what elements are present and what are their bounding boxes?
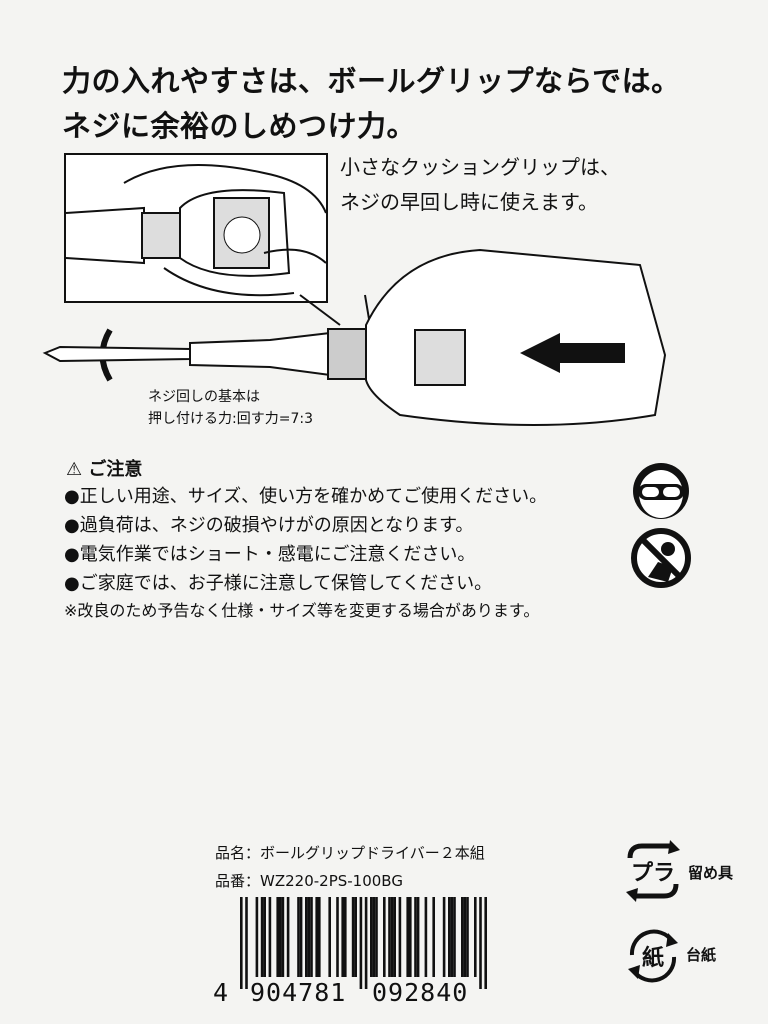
barcode-bar: [344, 897, 347, 977]
product-number: 品番：WZ220-2PS-100BG: [215, 872, 403, 890]
barcode-bar: [461, 897, 464, 977]
barcode-left-digits: 904781: [250, 978, 347, 1007]
caution-item: ●正しい用途、サイズ、使い方を確かめてご使用ください。: [64, 486, 548, 507]
barcode-bar: [393, 897, 396, 977]
barcode-bar: [450, 897, 454, 977]
barcode-first-digit: 4: [213, 978, 229, 1007]
barcode: [240, 897, 487, 989]
caution-item: ●電気作業ではショート・感電にご注意ください。: [64, 544, 476, 565]
barcode-bar: [354, 897, 357, 977]
paper-mark-text: 紙: [642, 945, 664, 971]
barcode-bar: [260, 897, 264, 977]
barcode-bar: [409, 897, 412, 977]
barcode-bar: [383, 897, 386, 977]
headline-line2: ネジに余裕のしめつけ力。: [62, 109, 417, 143]
barcode-bar: [432, 897, 435, 977]
barcode-bar: [414, 897, 417, 977]
barcode-bar: [297, 897, 300, 977]
barcode-bar: [245, 897, 248, 989]
product-name: 品名：ボールグリップドライバー２本組: [215, 844, 485, 862]
barcode-bar: [416, 897, 420, 977]
barcode-bar: [359, 897, 363, 989]
barcode-bar: [276, 897, 279, 977]
barcode-bar: [279, 897, 282, 977]
barcode-bar: [479, 897, 482, 989]
caution-item: ●過負荷は、ネジの破損やけがの原因となります。: [64, 515, 474, 536]
plastic-recycle-icon: プラ: [626, 840, 680, 902]
caption-line2: 押し付ける力:回す力=7:3: [148, 411, 313, 427]
plastic-mark-text: プラ: [631, 861, 675, 886]
barcode-bar: [240, 897, 243, 989]
callout-line2: ネジの早回し時に使えます。: [340, 190, 598, 214]
barcode-bar: [351, 897, 355, 977]
screwdriver-hand-illustration: [42, 248, 667, 426]
barcode-bar: [372, 897, 376, 977]
paper-recycle-icon: 紙: [628, 929, 678, 983]
barcode-bar: [406, 897, 409, 977]
keep-away-from-children-icon: [631, 528, 691, 588]
barcode-bar: [263, 897, 266, 977]
barcode-right-digits: 092840: [372, 978, 469, 1007]
barcode-bar: [315, 897, 318, 977]
barcode-bar: [390, 897, 394, 977]
barcode-bar: [305, 897, 308, 977]
barcode-bar: [448, 897, 451, 977]
barcode-bar: [364, 897, 368, 989]
caution-note: ※改良のため予告なく仕様・サイズ等を変更する場合があります。: [64, 601, 540, 620]
barcode-bar: [484, 897, 487, 989]
barcode-bar: [463, 897, 467, 977]
barcode-bar: [453, 897, 456, 977]
caption-line1: ネジ回しの基本は: [148, 389, 260, 405]
barcode-bar: [370, 897, 373, 977]
barcode-bar: [424, 897, 428, 977]
barcode-bar: [388, 897, 391, 977]
barcode-bar: [310, 897, 313, 977]
barcode-bar: [268, 897, 272, 977]
callout-line1: 小さなクッショングリップは、: [340, 155, 620, 179]
barcode-bar: [474, 897, 477, 977]
barcode-bar: [442, 897, 446, 977]
barcode-bar: [255, 897, 259, 977]
barcode-bar: [328, 897, 331, 977]
barcode-bar: [318, 897, 321, 977]
headline-line1: 力の入れやすさは、ボールグリップならでは。: [62, 64, 681, 98]
plastic-label: 留め具: [688, 864, 734, 882]
barcode-bar: [281, 897, 285, 977]
paper-label: 台紙: [686, 946, 717, 964]
barcode-bar: [299, 897, 303, 977]
caution-heading: ⚠ ご注意: [66, 459, 143, 480]
barcode-bar: [375, 897, 378, 977]
barcode-bar: [466, 897, 469, 977]
barcode-bar: [286, 897, 290, 977]
barcode-bar: [307, 897, 311, 977]
barcode-bar: [398, 897, 402, 977]
barcode-bar: [336, 897, 339, 977]
safety-goggles-icon: [633, 463, 689, 519]
caution-item: ●ご家庭では、お子様に注意して保管してください。: [64, 573, 493, 594]
barcode-bar: [341, 897, 344, 977]
grip-closeup-illustration: [64, 153, 328, 303]
